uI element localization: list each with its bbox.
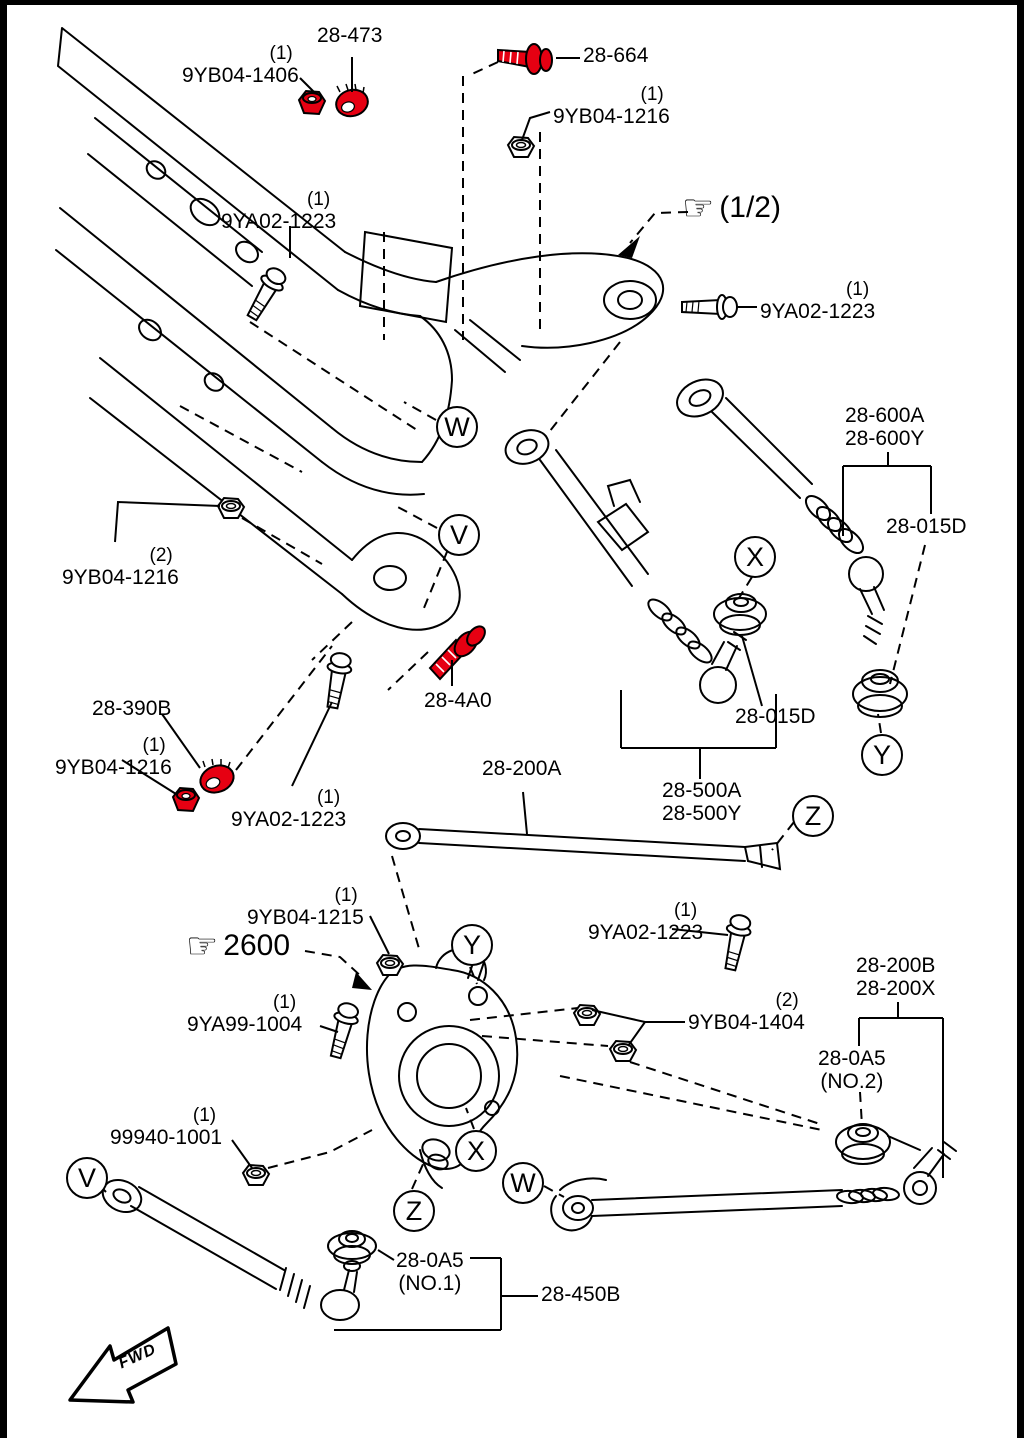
callout-28-0a5-no1: 28-0A5 (NO.1) xyxy=(396,1249,464,1295)
arrowheads xyxy=(352,236,640,990)
callout-28-600a-group: 28-600A 28-600Y xyxy=(845,404,925,450)
callout-28-4a0: 28-4A0 xyxy=(424,689,492,712)
callout-28-390b: 28-390B xyxy=(92,697,172,720)
highlighted-parts-art xyxy=(171,43,553,813)
callout-28-473: 28-473 xyxy=(317,24,383,47)
callout-9ya02-1223-topleft: (1)9YA02-1223 xyxy=(221,189,337,233)
callout-28-015d-right: 28-015D xyxy=(886,515,967,538)
leader-lines xyxy=(114,57,944,1331)
callout-9ya02-1223-bottom: (1)9YA02-1223 xyxy=(588,900,704,944)
callout-28-450b: 28-450B xyxy=(541,1283,621,1306)
callout-99940-1001: (1)99940-1001 xyxy=(110,1105,223,1149)
callout-28-500a-group: 28-500A 28-500Y xyxy=(662,779,742,825)
page-reference-label: (1/2) xyxy=(719,191,781,224)
page-border-top xyxy=(0,0,1024,5)
view-marker-v-bottomleft: V xyxy=(66,1157,108,1199)
callout-28-015d-mid: 28-015D xyxy=(735,705,816,728)
pointing-hand-icon: ☞ xyxy=(186,925,219,966)
view-marker-z-right: Z xyxy=(792,795,834,837)
callout-9yb04-1216-x2: (2)9YB04-1216 xyxy=(62,545,179,589)
section-reference-label: 2600 xyxy=(223,929,291,962)
callout-9yb04-1216-top: (1)9YB04-1216 xyxy=(553,84,670,128)
callout-28-200a: 28-200A xyxy=(482,757,562,780)
callout-9yb04-1406: (1)9YB04-1406 xyxy=(182,43,299,87)
callout-9ya02-1223-midleft: (1)9YA02-1223 xyxy=(231,787,347,831)
lower-lateral-link-art xyxy=(504,429,767,704)
callout-28-200b-group: 28-200B 28-200X xyxy=(856,954,936,1000)
callout-9ya99-1004: (1)9YA99-1004 xyxy=(187,992,303,1036)
trailing-arm-art xyxy=(101,1178,377,1321)
view-marker-v-mid: V xyxy=(438,514,480,556)
lateral-rod-art xyxy=(385,822,782,871)
callout-28-664: 28-664 xyxy=(583,44,649,67)
callout-9yb04-1215: (1)9YB04-1215 xyxy=(247,885,364,929)
view-marker-x-knuckle: X xyxy=(455,1130,497,1172)
page-border-right xyxy=(1017,0,1024,1438)
subframe-art xyxy=(55,27,665,631)
view-marker-y-knuckle: Y xyxy=(451,924,493,966)
view-marker-w-top: W xyxy=(436,406,478,448)
view-marker-y-right: Y xyxy=(861,734,903,776)
page-border-left xyxy=(0,0,7,1438)
dashed-leader-lines xyxy=(99,61,926,1198)
page-reference-pointer: ☞ (1/2) xyxy=(682,190,781,226)
callout-9ya02-1223-right: (1)9YA02-1223 xyxy=(760,279,876,323)
fwd-arrow-shape xyxy=(68,1326,178,1404)
callout-28-0a5-no2: 28-0A5 (NO.2) xyxy=(818,1047,886,1093)
knuckle-art xyxy=(366,947,519,1189)
upper-lateral-link-art xyxy=(676,378,908,718)
view-marker-w-bottom: W xyxy=(502,1162,544,1204)
section-reference-pointer: ☞ 2600 xyxy=(186,928,290,964)
toe-link-art xyxy=(550,1123,957,1232)
view-marker-x-mid: X xyxy=(734,536,776,578)
callout-9yb04-1404: (2)9YB04-1404 xyxy=(688,990,805,1034)
pointing-hand-icon: ☞ xyxy=(682,187,715,228)
callout-9yb04-1216-left: (1)9YB04-1216 xyxy=(55,735,172,779)
view-marker-z-knuckle: Z xyxy=(393,1190,435,1232)
